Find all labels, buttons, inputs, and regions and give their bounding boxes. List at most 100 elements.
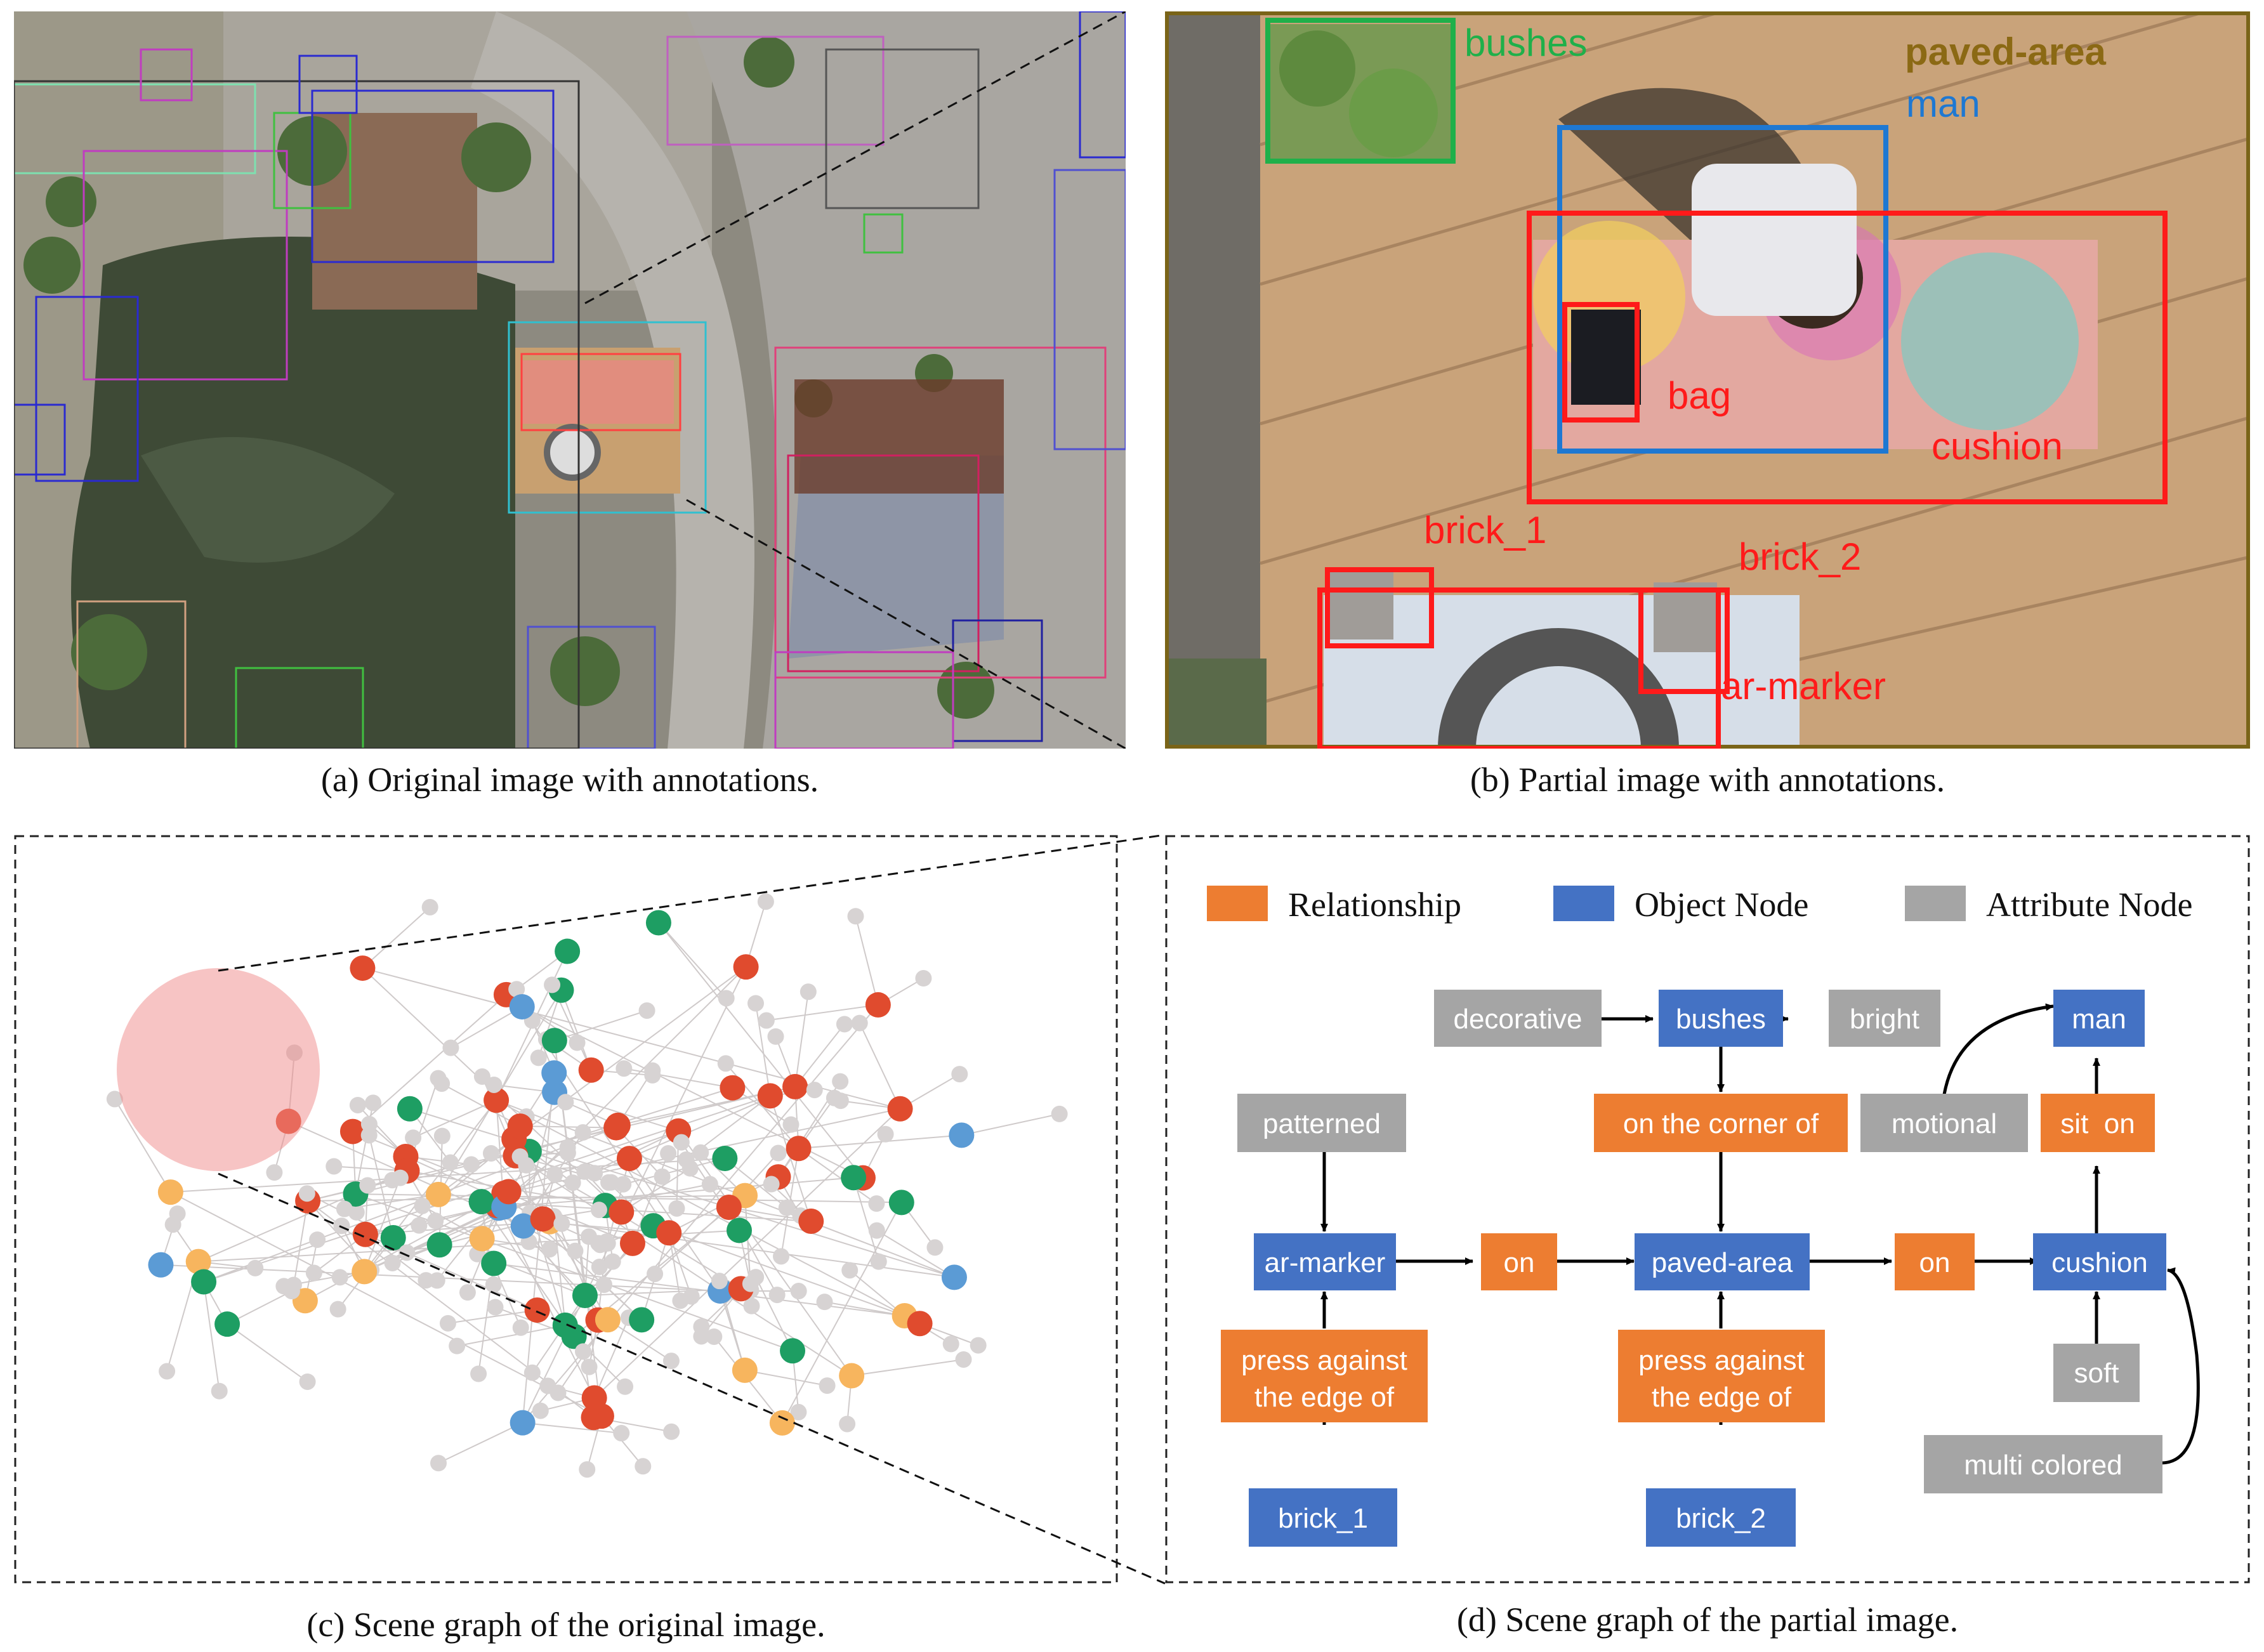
graph-edge — [560, 990, 592, 1071]
node-on-left: on — [1504, 1247, 1535, 1278]
graph-node — [352, 1259, 378, 1285]
attribute-node — [644, 1062, 661, 1079]
node-bushes: bushes — [1676, 1004, 1766, 1035]
node-brick-2: brick_2 — [1676, 1503, 1766, 1534]
attribute-node — [839, 1415, 856, 1432]
attribute-node — [870, 1253, 887, 1270]
graph-edge — [794, 1023, 845, 1087]
graph-node — [397, 1096, 423, 1122]
attribute-node — [418, 1272, 435, 1289]
graph-edge — [441, 1083, 521, 1127]
node-patterned: patterned — [1263, 1108, 1381, 1139]
label-brick-2: brick_2 — [1739, 535, 1861, 578]
attribute-node — [544, 976, 561, 993]
attribute-node — [660, 1145, 677, 1162]
attribute-node — [819, 1377, 836, 1394]
graph-node — [541, 1060, 567, 1086]
graph-node — [865, 992, 891, 1018]
attribute-node — [329, 1301, 346, 1318]
attribute-node — [663, 1423, 680, 1440]
attribute-node — [832, 1073, 849, 1090]
graph-node — [530, 1206, 556, 1232]
node-on-right: on — [1919, 1247, 1951, 1278]
legend-attribute-label: Attribute Node — [1986, 886, 2192, 924]
label-bag: bag — [1668, 374, 1731, 417]
panel-a-original-image — [13, 10, 1127, 750]
attribute-node — [159, 1363, 176, 1380]
graph-node — [656, 1220, 682, 1246]
graph-node — [888, 1190, 914, 1216]
graph-node — [629, 1307, 655, 1333]
graph-node — [157, 1179, 183, 1205]
attribute-node — [349, 1096, 366, 1113]
attribute-node — [757, 893, 774, 910]
graph-node — [191, 1269, 217, 1295]
attribute-node — [550, 1384, 567, 1401]
graph-node — [468, 1189, 494, 1215]
graph-node — [148, 1252, 174, 1278]
attribute-node — [806, 1082, 823, 1099]
attribute-node — [333, 1217, 350, 1235]
attribute-node — [360, 1127, 378, 1144]
partial-image-annotated: bushes paved-area man bag cushion brick_… — [1165, 0, 2251, 869]
node-cushion: cushion — [2051, 1247, 2148, 1278]
zoom-rectangle — [584, 10, 1126, 750]
caption-d: (d) Scene graph of the partial image. — [1456, 1601, 1959, 1639]
graph-edge — [766, 1004, 879, 1021]
graph-node — [712, 1146, 738, 1172]
node-press-against-1-line1: press against — [1241, 1345, 1407, 1376]
node-brick-1: brick_1 — [1278, 1503, 1368, 1534]
attribute-node — [336, 1200, 353, 1217]
graph-node — [509, 993, 535, 1019]
attribute-node — [613, 1425, 630, 1442]
node-ar-marker: ar-marker — [1265, 1247, 1386, 1278]
label-cushion: cushion — [1932, 425, 2063, 468]
attribute-node — [800, 983, 817, 1000]
attribute-node — [169, 1205, 186, 1223]
legend-object-label: Object Node — [1635, 886, 1808, 924]
attribute-node — [591, 1259, 608, 1276]
graph-node — [541, 1028, 567, 1054]
attribute-node — [851, 1014, 868, 1032]
panel-c-scene-graph-original — [14, 835, 1118, 1583]
attribute-node — [615, 1060, 633, 1077]
node-press-against-1-line2: the edge of — [1254, 1382, 1395, 1413]
attribute-node — [926, 1239, 944, 1256]
scene-graph-partial: Relationship Object Node Attribute Node … — [1165, 835, 2250, 1583]
attribute-node — [470, 1365, 487, 1382]
attribute-node — [574, 1124, 591, 1141]
attribute-node — [747, 995, 765, 1012]
highlight-region — [117, 968, 320, 1171]
graph-edge — [777, 1098, 835, 1177]
attribute-node — [553, 1215, 570, 1232]
attribute-node — [459, 1284, 476, 1301]
graph-node — [907, 1311, 933, 1337]
graph-node — [605, 1112, 631, 1138]
attribute-node — [579, 1461, 596, 1478]
graph-node — [588, 1403, 614, 1429]
aerial-image-annotated — [13, 10, 1127, 750]
attribute-node — [581, 1358, 598, 1375]
legend-relationship-label: Relationship — [1288, 886, 1461, 924]
graph-node — [780, 1338, 806, 1364]
graph-node — [352, 1221, 378, 1247]
graph-node — [798, 1209, 824, 1235]
caption-c: (c) Scene graph of the original image. — [306, 1606, 826, 1644]
attribute-node — [414, 1197, 431, 1214]
attribute-node — [482, 1144, 499, 1162]
graph-node — [484, 1087, 510, 1113]
attribute-node — [283, 1283, 300, 1300]
attribute-node — [247, 1259, 264, 1276]
graph-edge — [961, 1113, 1060, 1136]
attribute-node — [487, 1299, 504, 1316]
attribute-node — [868, 1195, 885, 1212]
attribute-node — [508, 981, 525, 998]
node-soft: soft — [2074, 1358, 2119, 1389]
attribute-node — [706, 1328, 723, 1345]
graph-node — [716, 1195, 742, 1221]
attribute-node — [673, 1134, 690, 1151]
attribute-node — [915, 970, 932, 987]
graph-node — [496, 1179, 522, 1205]
legend-object-swatch — [1553, 886, 1614, 921]
graph-node — [595, 1307, 621, 1333]
